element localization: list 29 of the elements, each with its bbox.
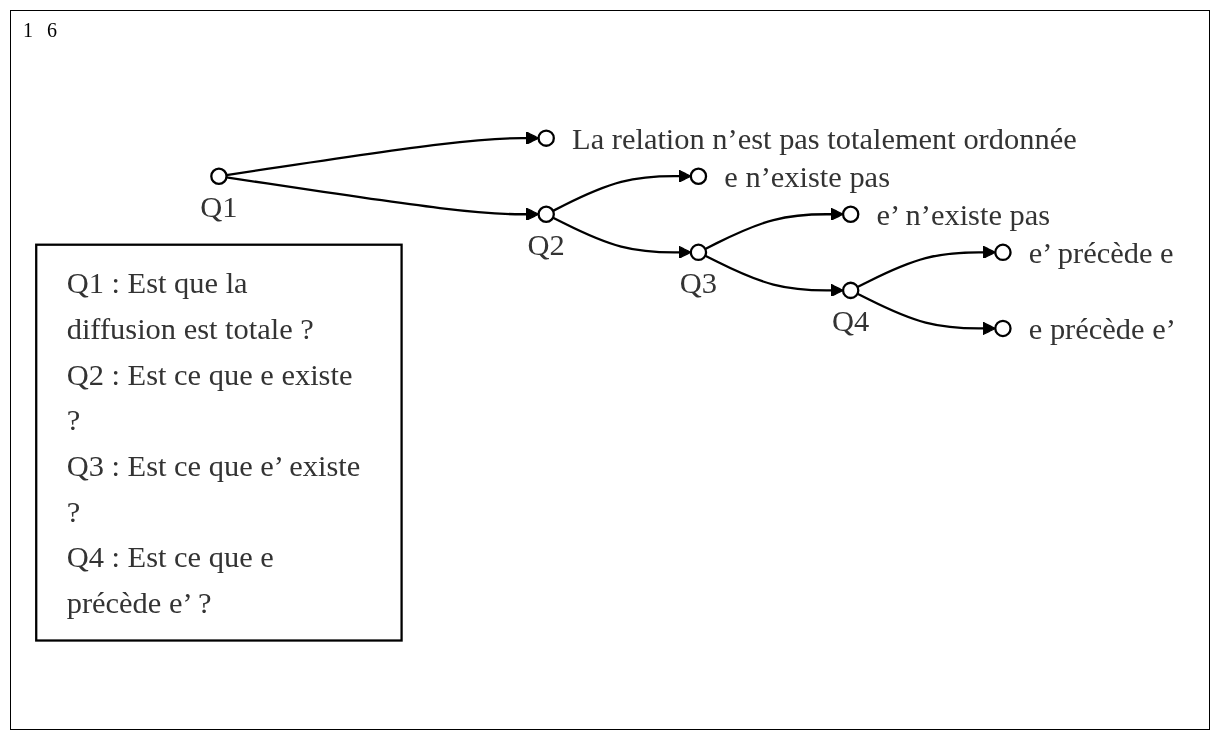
question-label: Q2: [527, 228, 565, 263]
label-text: 6: [47, 19, 57, 41]
question-label: Q4: [832, 304, 870, 339]
state-circle: [994, 319, 1012, 338]
outcome-label: e’ n’existe pas: [876, 197, 1051, 232]
outcome-label: e précède e’: [1028, 312, 1176, 347]
arrow: [552, 169, 692, 212]
state-circle: [994, 243, 1012, 262]
state-circle: [537, 205, 555, 223]
state-circle: [537, 129, 555, 147]
outcome-label: La relation n’est pas totalement ordonnée: [572, 121, 1077, 156]
arrow: [857, 245, 996, 288]
arrow: [552, 216, 692, 259]
arrow: [226, 176, 540, 221]
arrow: [704, 254, 844, 298]
state-circle: [841, 281, 860, 300]
arrow: [704, 207, 844, 250]
state-circle: [841, 205, 860, 223]
label-text: 1: [23, 19, 33, 41]
state-circle: [689, 243, 708, 262]
arrow: [856, 292, 996, 336]
arrow: [226, 131, 540, 177]
question-label: Q3: [679, 266, 718, 301]
outcome-label: e’ précède e: [1028, 235, 1174, 270]
state-circle: [689, 167, 708, 185]
state-circle: [210, 167, 228, 185]
outcome-label: e n’existe pas: [724, 159, 890, 194]
question-label: Q1: [200, 190, 238, 225]
legend-box: Q1 : Est que la diffusion est totale ? Q2 : Est ce que e existe ? Q3 : Est ce que e’ existe ? Q4 : Est ce que e précède e’ ?: [35, 243, 403, 642]
